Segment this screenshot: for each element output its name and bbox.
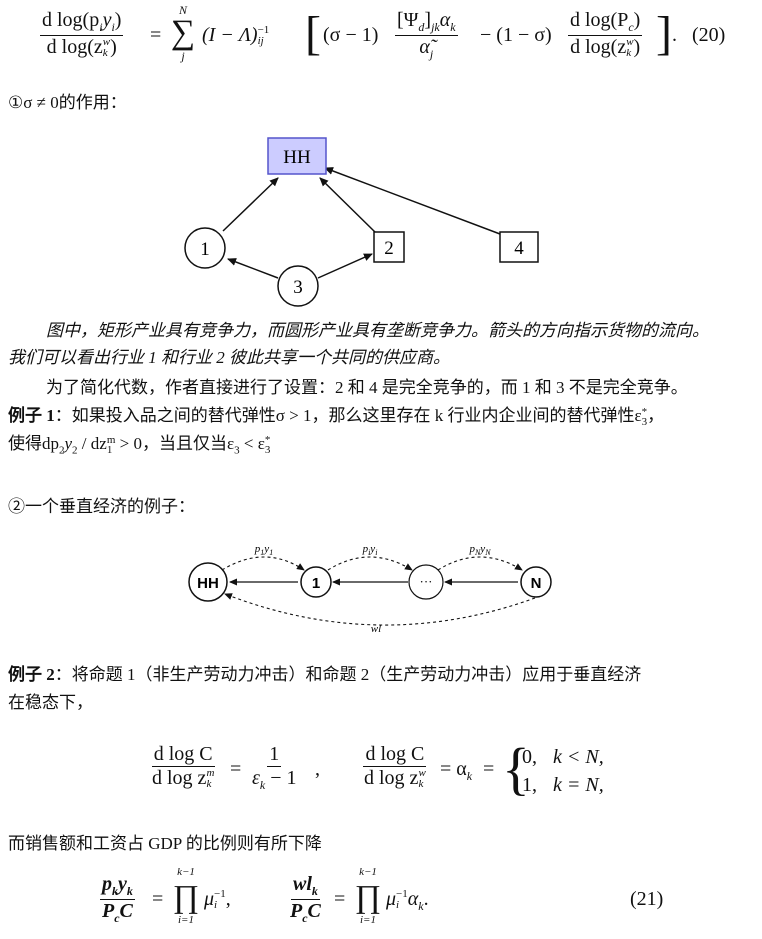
cases-brace: { bbox=[502, 736, 530, 801]
edge-3-to-1 bbox=[227, 258, 279, 279]
eq20-equals: = bbox=[150, 24, 162, 46]
edge-2-to-hh bbox=[319, 177, 377, 234]
para2-line-2: 在稳态下， bbox=[8, 693, 93, 712]
eq21-product-2: k−1 ∏ i=1 bbox=[354, 866, 382, 926]
eq20-right-bracket: ] bbox=[656, 7, 672, 60]
node-hh-label: HH bbox=[197, 575, 219, 592]
node-2-label: 2 bbox=[384, 238, 394, 259]
case-1: 0,k < N, bbox=[522, 746, 604, 768]
label-wl: wl bbox=[371, 623, 381, 635]
edge-1-to-hh bbox=[222, 177, 279, 232]
node-3 bbox=[277, 265, 319, 307]
node-1-label: 1 bbox=[200, 239, 210, 260]
node-2 bbox=[373, 231, 405, 263]
node-1 bbox=[300, 566, 332, 598]
diagram-2: HH 1 ··· N p1y1 piyi pNyN wl bbox=[188, 543, 552, 635]
eq20-term2: − (1 − σ) bbox=[480, 24, 552, 46]
eq21-sales-share-fraction: pkyk PcC bbox=[100, 873, 135, 925]
para1-line-2: 例子 1：如果投入品之间的替代弹性σ > 1，那么这里存在 k 行业内企业间的替… bbox=[8, 406, 665, 429]
diagram-1: HH 1 2 3 4 bbox=[184, 137, 539, 307]
edge-3-to-2 bbox=[317, 253, 373, 279]
eq20-sum: N ∑ j bbox=[170, 3, 196, 63]
para3-line-1: 而销售额和工资占 GDP 的比例则有所下降 bbox=[8, 834, 322, 853]
node-3-label: 3 bbox=[293, 277, 303, 298]
eq20-left-bracket: [ bbox=[305, 7, 321, 60]
node-1 bbox=[184, 227, 226, 269]
node-4-label: 4 bbox=[514, 238, 524, 259]
label-piyi: piyi bbox=[362, 543, 378, 557]
caption-line-1: 图中，矩形产业具有竞争力，而圆形产业具有垄断竞争力。箭头的方向指示货物的流向。 bbox=[46, 321, 709, 340]
edge-4-to-hh bbox=[324, 167, 501, 235]
section1-heading: ①σ ≠ 0的作用： bbox=[8, 93, 127, 112]
para2-line-1: 例子 2：将命题 1（非生产劳动力冲击）和命题 2（生产劳动力冲击）应用于垂直经… bbox=[8, 665, 642, 684]
section2-heading: ②一个垂直经济的例子： bbox=[8, 497, 195, 516]
node-n-label: N bbox=[531, 575, 542, 592]
node-dots-label: ··· bbox=[420, 574, 433, 589]
eq20-number: (20) bbox=[692, 24, 726, 46]
case-2: 1,k = N, bbox=[522, 774, 604, 796]
node-hh bbox=[188, 562, 228, 602]
eq20-psi-fraction: [Ψd]jkαk α̃j bbox=[395, 9, 458, 61]
eq21-number: (21) bbox=[630, 888, 664, 910]
node-dots bbox=[408, 564, 444, 600]
edge-n-to-hh-dashed bbox=[224, 593, 536, 626]
example-1-label: 例子 1 bbox=[8, 406, 55, 425]
edge-1-to-dots-dashed bbox=[327, 556, 413, 571]
label-p1y1: p1y1 bbox=[254, 543, 273, 557]
node-1-label: 1 bbox=[312, 575, 320, 592]
eq21-product-1: k−1 ∏ i=1 bbox=[172, 866, 200, 926]
node-hh-label: HH bbox=[283, 147, 311, 168]
edge-dots-to-n-dashed bbox=[437, 556, 523, 571]
eq21-wage-share-fraction: wlk PcC bbox=[290, 873, 321, 925]
eq20-period: . bbox=[672, 24, 677, 46]
node-hh bbox=[267, 137, 327, 175]
node-n bbox=[520, 566, 552, 598]
one-over-eps-fraction: 1 εk − 1 bbox=[252, 743, 297, 792]
eq20-term1: (σ − 1) bbox=[323, 24, 379, 46]
edge-hh-to-1-dashed bbox=[221, 556, 305, 571]
node-4 bbox=[499, 231, 539, 263]
caption-line-2: 我们可以看出行业 1 和行业 2 彼此共享一个共同的供应商。 bbox=[8, 348, 450, 367]
para1-line-1: 为了简化代数，作者直接进行了设置：2 和 4 是完全竞争的，而 1 和 3 不是… bbox=[46, 378, 688, 397]
example-2-label: 例子 2 bbox=[8, 665, 55, 684]
label-pnyn: pNyN bbox=[468, 543, 491, 557]
